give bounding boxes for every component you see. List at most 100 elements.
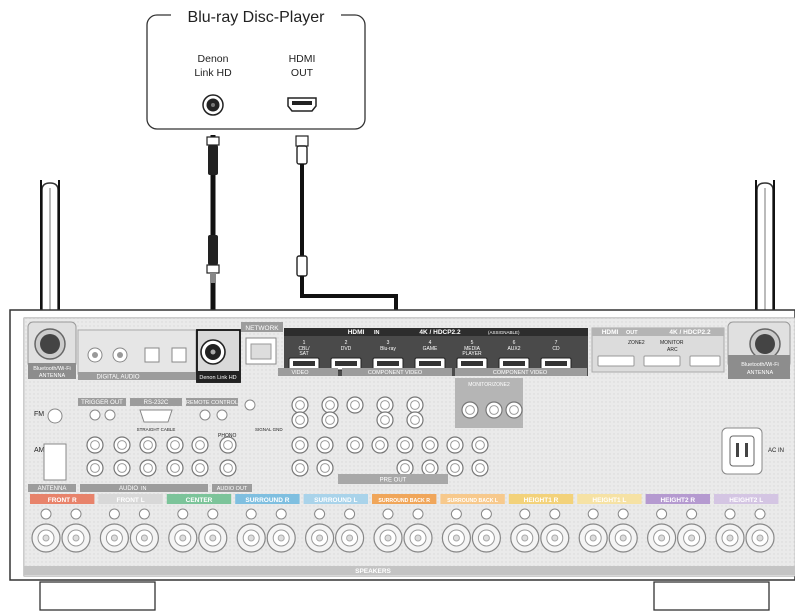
speaker-terminal-core — [111, 535, 117, 541]
pre-out-label: PRE OUT — [380, 478, 407, 484]
audio-in-in-label: IN — [141, 486, 147, 492]
bt-left-label-line1: Bluetooth/Wi-Fi — [33, 366, 71, 372]
monitor-zone2-label: MONITOR/ZONE2 — [468, 382, 510, 388]
speaker-polarity-mark — [588, 509, 598, 519]
speaker-polarity-mark — [345, 509, 355, 519]
antenna-label: ANTENNA — [38, 486, 67, 492]
speaker-label: HEIGHT1 R — [524, 497, 559, 504]
rca-jack-inner — [321, 441, 330, 450]
rca-jack-inner — [196, 464, 205, 473]
rca-jack-inner — [91, 441, 100, 450]
speaker-terminal-core — [522, 535, 528, 541]
component-video-out-label: COMPONENT VIDEO — [493, 370, 548, 376]
speaker-polarity-mark — [687, 509, 697, 519]
speaker-label: SURROUND L — [314, 497, 357, 504]
rca-jack-inner — [451, 441, 460, 450]
speaker-terminal-core — [757, 535, 763, 541]
speaker-label: FRONT R — [48, 497, 77, 504]
rca-jack-inner — [296, 464, 305, 473]
rca-jack-inner — [351, 401, 360, 410]
speaker-label: HEIGHT1 L — [592, 497, 626, 504]
rca-jack-inner — [326, 401, 335, 410]
rca-jack-inner — [144, 441, 153, 450]
signal-gnd-label: SIGNAL GND — [255, 427, 283, 432]
hdmi-input-name: Blu-ray — [380, 346, 396, 352]
hdmi-input-name: CD — [552, 346, 560, 352]
speaker-terminal-core — [590, 535, 596, 541]
rca-jack-inner — [296, 401, 305, 410]
receiver-rear-panel: Bluetooth/Wi-Fi Bluetooth/Wi-Fi ANTENNA … — [10, 310, 795, 610]
speaker-label: HEIGHT2 R — [660, 497, 695, 504]
rca-jack-inner — [296, 416, 305, 425]
speaker-terminal-core — [180, 535, 186, 541]
rca-jack-inner — [451, 464, 460, 473]
rca-jack-inner — [296, 441, 305, 450]
speaker-terminal-core — [317, 535, 323, 541]
speaker-polarity-mark — [451, 509, 461, 519]
speaker-polarity-mark — [550, 509, 560, 519]
hdmi-port-slot — [293, 361, 315, 366]
denon-link-label-line1: Denon — [198, 53, 229, 65]
rca-jack-inner — [91, 464, 100, 473]
speaker-terminal-core — [620, 535, 626, 541]
receiver-denon-link-jack: Denon Link HD — [197, 330, 240, 382]
speaker-label: CENTER — [186, 497, 213, 504]
rca-jack-inner — [326, 416, 335, 425]
speaker-polarity-mark — [178, 509, 188, 519]
rca-jack-inner — [466, 406, 475, 415]
hdmi-port-slot — [545, 361, 567, 366]
hdmi-in-bar-assignable: (ASSIGNABLE) — [488, 330, 520, 335]
hdmi-input-name-line2: PLAYER — [462, 351, 482, 357]
speakers-label: SPEAKERS — [355, 568, 391, 575]
hdmi-in-bar-label: HDMI — [348, 329, 365, 336]
speaker-group: CENTER — [167, 494, 231, 504]
rca-jack-inner — [426, 441, 435, 450]
antenna-left — [41, 180, 59, 318]
am-label: AM — [34, 447, 45, 454]
speaker-polarity-mark — [657, 509, 667, 519]
speaker-polarity-mark — [208, 509, 218, 519]
rca-jack-inner — [118, 441, 127, 450]
ac-in-label: AC IN — [768, 448, 784, 454]
hdmi-out-monitor: MONITOR — [660, 340, 684, 346]
bt-antenna-left-base: Bluetooth/Wi-Fi — [28, 322, 76, 370]
hdmi-out-label-line2: OUT — [291, 67, 314, 79]
speaker-terminal-core — [659, 535, 665, 541]
hdmi-input-name: GAME — [423, 346, 438, 352]
network-label: NETWORK — [245, 325, 279, 332]
hdmi-input-name-line2: SAT — [299, 351, 308, 357]
rca-jack-inner — [144, 464, 153, 473]
component-video-label: COMPONENT VIDEO — [368, 370, 423, 376]
rs232c-label: RS-232C — [144, 400, 169, 406]
speaker-group: SURROUND BACK R — [372, 494, 436, 504]
speaker-polarity-mark — [413, 509, 423, 519]
speaker-polarity-mark — [755, 509, 765, 519]
player-denon-link-jack — [203, 95, 223, 115]
speaker-polarity-mark — [481, 509, 491, 519]
speaker-group: SURROUND R — [235, 494, 299, 504]
speaker-terminal-core — [415, 535, 421, 541]
speaker-polarity-mark — [246, 509, 256, 519]
speaker-terminal-core — [141, 535, 147, 541]
speaker-terminal-labels: FRONT R FRONT L CENTER SURROUND R SURROUND L… — [30, 494, 778, 504]
speaker-terminal-core — [385, 535, 391, 541]
speaker-polarity-mark — [520, 509, 530, 519]
video-label: VIDEO — [291, 370, 309, 376]
rca-jack-inner — [411, 416, 420, 425]
hdmi-port-slot — [503, 361, 525, 366]
speaker-polarity-mark — [276, 509, 286, 519]
speaker-polarity-mark — [109, 509, 119, 519]
audio-in-label: AUDIO — [119, 486, 138, 492]
hdmi-input-name: DVD — [341, 346, 352, 352]
rca-jack-inner — [381, 401, 390, 410]
rca-jack-inner — [381, 416, 390, 425]
hdmi-out-label-line1: HDMI — [289, 53, 316, 65]
pre-out-block: PRE OUT — [338, 474, 448, 484]
remote-control-label: REMOTE CONTROL — [186, 400, 238, 406]
speaker-label: FRONT L — [117, 497, 145, 504]
rca-jack-inner — [376, 441, 385, 450]
speaker-polarity-mark — [725, 509, 735, 519]
rca-jack-inner — [321, 464, 330, 473]
hdmi-out-sub: OUT — [626, 330, 638, 336]
